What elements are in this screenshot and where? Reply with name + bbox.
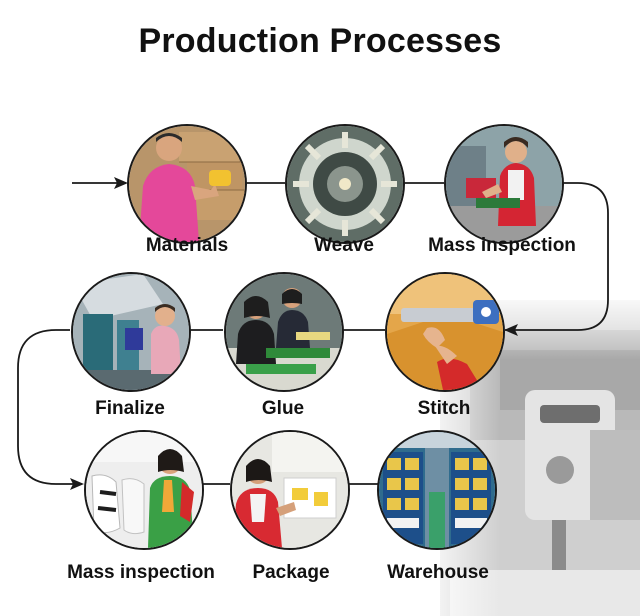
- step-label-glue: Glue: [261, 398, 305, 419]
- weaving-machine-photo: [285, 124, 405, 244]
- warehouse-shelves-photo: [377, 430, 497, 550]
- step-stitch: [385, 272, 505, 392]
- step-weave: [285, 124, 405, 244]
- inspection-worker-photo: [84, 430, 204, 550]
- step-materials: [127, 124, 247, 244]
- step-warehouse: [377, 430, 497, 550]
- step-label-materials: Materials: [145, 235, 229, 256]
- step-label-mass-inspection-2: Mass inspection: [67, 562, 215, 583]
- glue-workers-photo: [224, 272, 344, 392]
- step-label-package: Package: [252, 562, 330, 583]
- step-label-stitch: Stitch: [417, 398, 471, 419]
- step-finalize: [71, 272, 191, 392]
- step-label-mass-inspection-1: Mass inspection: [428, 235, 576, 256]
- step-label-warehouse: Warehouse: [387, 562, 489, 583]
- step-label-weave: Weave: [314, 235, 374, 256]
- step-mass-inspection-1: [444, 124, 564, 244]
- step-package: [230, 430, 350, 550]
- page-title: Production Processes: [138, 22, 502, 60]
- step-label-finalize: Finalize: [95, 398, 165, 419]
- stitching-photo: [385, 272, 505, 392]
- step-glue: [224, 272, 344, 392]
- packaging-worker-photo: [230, 430, 350, 550]
- worker-with-materials-photo: [127, 124, 247, 244]
- finalize-machine-photo: [71, 272, 191, 392]
- inspection-worker-photo: [444, 124, 564, 244]
- step-mass-inspection-2: [84, 430, 204, 550]
